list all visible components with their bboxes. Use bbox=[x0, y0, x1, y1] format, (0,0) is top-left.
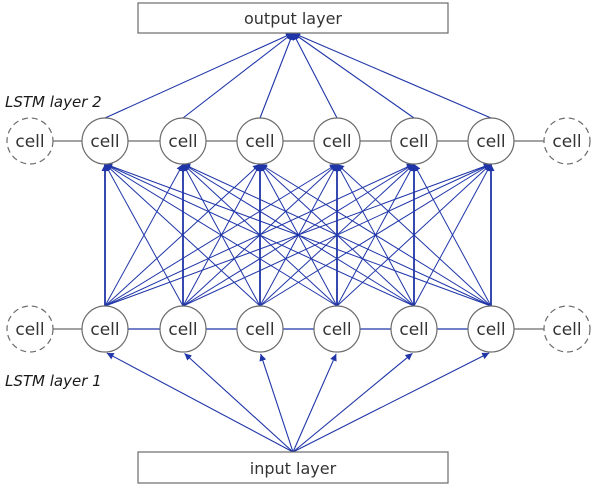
layer2-cell: cell bbox=[467, 117, 515, 165]
lstm-layer-1-label: LSTM layer 1 bbox=[5, 372, 102, 390]
cell-label: cell bbox=[552, 132, 581, 152]
cell-label: cell bbox=[399, 132, 428, 152]
cell-label: cell bbox=[322, 132, 351, 152]
cell-circle bbox=[81, 305, 129, 353]
cross-connection-arrow bbox=[104, 163, 415, 307]
cross-connection-arrow bbox=[259, 163, 492, 307]
layer1-cell: cell bbox=[81, 305, 129, 353]
cell-circle bbox=[543, 305, 591, 353]
cell-circle bbox=[159, 117, 207, 165]
lstm-layer-1-cells: cell cell cell cell cell cell cell cell bbox=[6, 305, 591, 353]
input-connection-arrow bbox=[292, 353, 337, 453]
layer2-to-output-connections bbox=[104, 32, 492, 119]
input-to-layer1-connections bbox=[106, 352, 490, 453]
cell-label: cell bbox=[15, 320, 44, 340]
layer1-edge-cell: cell bbox=[543, 305, 591, 353]
cell-label: cell bbox=[476, 132, 505, 152]
layer1-cell: cell bbox=[236, 305, 284, 353]
layer1-cell: cell bbox=[313, 305, 361, 353]
cross-connection-arrow bbox=[104, 163, 338, 307]
cell-label: cell bbox=[552, 320, 581, 340]
recurrent-chain-lines bbox=[53, 140, 544, 330]
cross-connection-arrow bbox=[413, 163, 492, 307]
cell-circle bbox=[236, 117, 284, 165]
cell-circle bbox=[236, 305, 284, 353]
cell-label: cell bbox=[476, 320, 505, 340]
output-connection-arrow bbox=[292, 32, 492, 119]
layer2-edge-cell: cell bbox=[543, 117, 591, 165]
output-connection-arrow bbox=[104, 32, 294, 119]
cell-circle bbox=[543, 117, 591, 165]
layer2-cell: cell bbox=[81, 117, 129, 165]
output-connection-arrow bbox=[259, 32, 294, 119]
cell-circle bbox=[81, 117, 129, 165]
cell-label: cell bbox=[322, 320, 351, 340]
cell-label: cell bbox=[168, 132, 197, 152]
cell-label: cell bbox=[90, 320, 119, 340]
input-layer-label: input layer bbox=[250, 459, 337, 478]
input-connection-arrow bbox=[184, 352, 294, 453]
lstm-layer-2-label: LSTM layer 2 bbox=[5, 93, 102, 111]
layer1-edge-cell: cell bbox=[6, 305, 54, 353]
cross-connection-arrow bbox=[104, 163, 184, 307]
cell-circle bbox=[390, 305, 438, 353]
output-connection-arrow bbox=[292, 32, 415, 119]
cell-circle bbox=[467, 117, 515, 165]
layer2-cell: cell bbox=[313, 117, 361, 165]
cell-label: cell bbox=[90, 132, 119, 152]
layer1-cell: cell bbox=[159, 305, 207, 353]
cell-circle bbox=[159, 305, 207, 353]
cross-connection-arrow bbox=[336, 163, 492, 307]
cross-connection-arrow bbox=[182, 163, 492, 307]
cell-circle bbox=[390, 117, 438, 165]
input-connection-arrow bbox=[292, 352, 490, 453]
cell-label: cell bbox=[168, 320, 197, 340]
layer2-cell: cell bbox=[236, 117, 284, 165]
lstm-layer-2-cells: cell cell cell cell cell cell cell cell bbox=[6, 117, 591, 165]
layer2-cell: cell bbox=[159, 117, 207, 165]
layer1-to-layer2-connections bbox=[101, 163, 495, 307]
cell-circle bbox=[313, 117, 361, 165]
cell-circle bbox=[467, 305, 515, 353]
cell-circle bbox=[6, 117, 54, 165]
layer1-cell: cell bbox=[467, 305, 515, 353]
cell-circle bbox=[313, 305, 361, 353]
input-connection-arrow bbox=[259, 353, 294, 453]
cross-connection-arrow bbox=[104, 163, 261, 307]
cell-label: cell bbox=[245, 132, 274, 152]
cell-label: cell bbox=[245, 320, 274, 340]
cell-label: cell bbox=[15, 132, 44, 152]
layer2-edge-cell: cell bbox=[6, 117, 54, 165]
layer2-cell: cell bbox=[390, 117, 438, 165]
input-layer-box: input layer bbox=[137, 451, 449, 484]
output-layer-label: output layer bbox=[244, 9, 342, 28]
cross-connection-arrow bbox=[104, 163, 492, 307]
cell-label: cell bbox=[399, 320, 428, 340]
output-connection-arrow bbox=[182, 32, 294, 119]
cell-circle bbox=[6, 305, 54, 353]
input-connection-arrow bbox=[106, 352, 294, 453]
output-connection-arrow bbox=[292, 32, 338, 119]
input-connection-arrow bbox=[292, 352, 413, 453]
layer1-cell: cell bbox=[390, 305, 438, 353]
output-layer-box: output layer bbox=[137, 2, 449, 34]
